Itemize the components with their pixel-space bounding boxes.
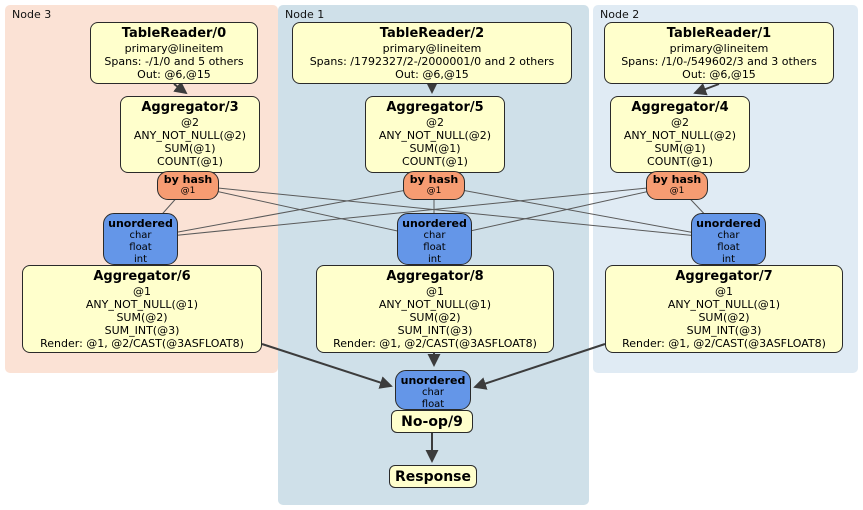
edge-aggregator7-finalsync <box>473 343 606 390</box>
response-node: Response <box>389 465 477 488</box>
aggregator-fn: ANY_NOT_NULL(@1) <box>667 298 781 311</box>
sync-type: char <box>717 230 740 241</box>
processor-index: primary@lineitem <box>382 42 482 55</box>
router-col: @1 <box>180 186 196 196</box>
processor-aggregator-7: Aggregator/7 @1 ANY_NOT_NULL(@1) SUM(@2)… <box>605 265 843 353</box>
processor-title: Aggregator/3 <box>141 100 239 115</box>
processor-aggregator-6: Aggregator/6 @1 ANY_NOT_NULL(@1) SUM(@2)… <box>22 265 262 353</box>
aggregator-fn: SUM(@2) <box>116 311 168 324</box>
aggregator-fn: SUM_INT(@3) <box>104 324 180 337</box>
aggregator-group-col: @1 <box>133 285 151 298</box>
sync-type: int <box>721 254 736 265</box>
node-2-label: Node 2 <box>600 8 640 21</box>
aggregator-group-col: @2 <box>671 116 689 129</box>
sync-type: float <box>717 242 740 253</box>
aggregator-fn: ANY_NOT_NULL(@2) <box>133 129 247 142</box>
aggregator-fn: SUM(@2) <box>409 311 461 324</box>
sync-unordered-final: unordered char float <box>395 370 471 410</box>
processor-tablereader-0: TableReader/0 primary@lineitem Spans: -/… <box>90 22 258 84</box>
processor-spans: Spans: /1/0-/549602/3 and 3 others <box>621 55 817 68</box>
processor-title: Aggregator/6 <box>93 269 191 284</box>
edge-router3-sync8 <box>187 184 435 240</box>
edge-router5-sync3 <box>139 184 435 240</box>
router-title: by hash <box>409 173 459 186</box>
router-title: by hash <box>652 173 702 186</box>
edge-router5-sync7 <box>433 184 729 240</box>
processor-tablereader-2: TableReader/2 primary@lineitem Spans: /1… <box>292 22 572 84</box>
processor-spans: Spans: -/1/0 and 5 others <box>104 55 244 68</box>
processor-aggregator-4: Aggregator/4 @2 ANY_NOT_NULL(@2) SUM(@1)… <box>610 96 750 173</box>
aggregator-fn: COUNT(@1) <box>157 155 223 168</box>
node-3-label: Node 3 <box>12 8 52 21</box>
sync-title: unordered <box>108 217 173 230</box>
sync-unordered-node2: unordered char float int <box>691 213 766 265</box>
aggregator-fn: SUM(@1) <box>654 142 706 155</box>
node-1-label: Node 1 <box>285 8 325 21</box>
processor-out: Out: @6,@15 <box>682 68 756 81</box>
sync-title: unordered <box>400 374 466 387</box>
aggregator-group-col: @1 <box>426 285 444 298</box>
aggregator-fn: SUM(@1) <box>164 142 216 155</box>
edge-tablereader1-aggregator4 <box>693 83 720 96</box>
processor-title: Aggregator/7 <box>675 269 773 284</box>
sync-type: float <box>421 399 445 410</box>
processor-out: Out: @6,@15 <box>137 68 211 81</box>
aggregator-render: Render: @1, @2/CAST(@3ASFLOAT8) <box>333 337 537 350</box>
aggregator-fn: ANY_NOT_NULL(@2) <box>378 129 492 142</box>
processor-title: No-op/9 <box>401 413 463 430</box>
aggregator-fn: ANY_NOT_NULL(@1) <box>378 298 492 311</box>
processor-title: Aggregator/8 <box>386 269 484 284</box>
sync-type: float <box>129 242 152 253</box>
aggregator-fn: ANY_NOT_NULL(@1) <box>85 298 199 311</box>
aggregator-fn: ANY_NOT_NULL(@2) <box>623 129 737 142</box>
aggregator-group-col: @1 <box>715 285 733 298</box>
sync-title: unordered <box>696 217 761 230</box>
processor-tablereader-1: TableReader/1 primary@lineitem Spans: /1… <box>604 22 834 84</box>
processor-spans: Spans: /1792327/2-/2000001/0 and 2 other… <box>309 55 555 68</box>
sync-type: int <box>427 254 442 265</box>
processor-aggregator-5: Aggregator/5 @2 ANY_NOT_NULL(@2) SUM(@1)… <box>365 96 505 173</box>
aggregator-fn: SUM_INT(@3) <box>397 324 473 337</box>
processor-noop-9: No-op/9 <box>391 410 473 433</box>
sync-type: char <box>423 230 446 241</box>
aggregator-group-col: @2 <box>426 116 444 129</box>
sync-type: int <box>133 254 148 265</box>
aggregator-group-col: @2 <box>181 116 199 129</box>
edge-tablereader0-aggregator3 <box>173 81 188 95</box>
processor-aggregator-3: Aggregator/3 @2 ANY_NOT_NULL(@2) SUM(@1)… <box>120 96 260 173</box>
sync-type: char <box>421 387 445 398</box>
aggregator-fn: COUNT(@1) <box>647 155 713 168</box>
response-title: Response <box>394 468 472 485</box>
router-col: @1 <box>426 186 442 196</box>
router-by-hash-node2: by hash @1 <box>646 171 708 200</box>
processor-aggregator-8: Aggregator/8 @1 ANY_NOT_NULL(@1) SUM(@2)… <box>316 265 554 353</box>
aggregator-fn: COUNT(@1) <box>402 155 468 168</box>
sync-type: char <box>129 230 152 241</box>
processor-title: Aggregator/4 <box>631 100 729 115</box>
router-col: @1 <box>669 186 685 196</box>
sync-unordered-node3: unordered char float int <box>103 213 178 265</box>
processor-title: TableReader/2 <box>379 26 485 41</box>
aggregator-fn: SUM(@1) <box>409 142 461 155</box>
sync-title: unordered <box>402 217 467 230</box>
edge-aggregator6-finalsync <box>261 343 393 389</box>
processor-index: primary@lineitem <box>669 42 769 55</box>
aggregator-fn: SUM_INT(@3) <box>686 324 762 337</box>
processor-index: primary@lineitem <box>124 42 224 55</box>
edge-router4-sync3 <box>139 184 678 240</box>
processor-out: Out: @6,@15 <box>395 68 469 81</box>
sync-type: float <box>423 242 446 253</box>
router-by-hash-node3: by hash @1 <box>157 171 219 200</box>
edge-router4-sync8 <box>433 184 678 240</box>
processor-title: TableReader/1 <box>666 26 772 41</box>
sync-unordered-node1: unordered char float int <box>397 213 472 265</box>
router-title: by hash <box>163 173 213 186</box>
edge-router3-sync7 <box>187 184 729 240</box>
router-by-hash-node1: by hash @1 <box>403 171 465 200</box>
processor-title: Aggregator/5 <box>386 100 484 115</box>
processor-title: TableReader/0 <box>121 26 227 41</box>
aggregator-render: Render: @1, @2/CAST(@3ASFLOAT8) <box>40 337 244 350</box>
aggregator-fn: SUM(@2) <box>698 311 750 324</box>
aggregator-render: Render: @1, @2/CAST(@3ASFLOAT8) <box>622 337 826 350</box>
